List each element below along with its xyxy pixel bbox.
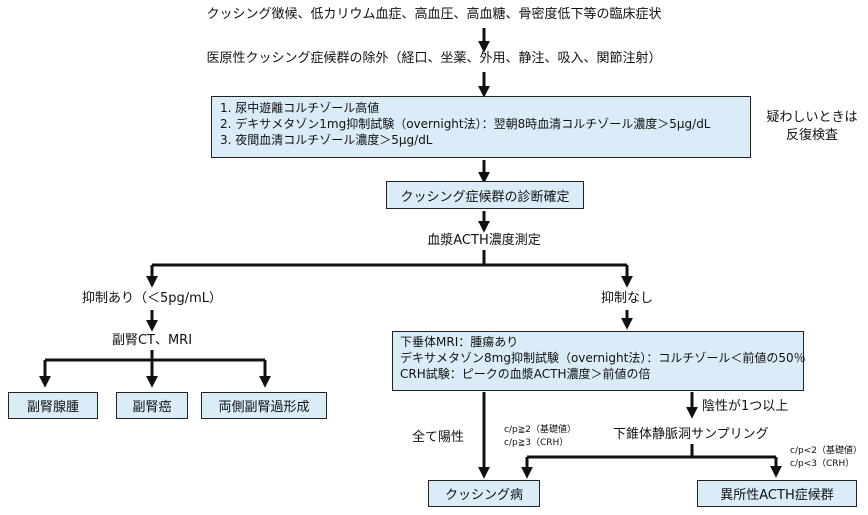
bilateral-hyperplasia-box: 両側副腎過形成	[201, 392, 327, 419]
pituitary-test-3: CRH試験：ピークの血漿ACTH濃度＞前値の倍	[400, 367, 651, 381]
diagnosis-box: クッシング症候群の診断確定	[386, 181, 584, 209]
clinical-symptoms-text: クッシング徴候、低カリウム血症、高血圧、高血糖、骨密度低下等の臨床症状	[206, 7, 662, 22]
cushing-disease-box: クッシング病	[428, 480, 540, 507]
ratio-cushing-basal: c/p≧2（基礎値）	[504, 425, 576, 435]
ipss-label: 下錐体静脈洞サンプリング	[613, 427, 769, 442]
pituitary-test-2: デキサメタゾン8mg抑制試験（overnight法）：コルチゾール＜前値の50％	[400, 351, 806, 365]
adrenal-adenoma-box: 副腎腺腫	[8, 392, 98, 419]
adrenal-carcinoma-box: 副腎癌	[116, 392, 188, 419]
ratio-ectopic-basal: c/p<2（基礎値）	[790, 446, 862, 456]
ratio-cushing-crh: c/p≧3（CRH）	[504, 438, 569, 448]
screening-tests-box: 1. 尿中遊離コルチゾール高値 2. デキサメタゾン1mg抑制試験（overni…	[211, 96, 751, 158]
ectopic-acth-syndrome-box: 異所性ACTH症候群	[697, 480, 857, 507]
acth-measurement-text: 血漿ACTH濃度測定	[427, 233, 541, 248]
screening-test-1: 1. 尿中遊離コルチゾール高値	[220, 101, 380, 115]
retest-note-line-1: 疑わしいときは	[766, 110, 858, 125]
all-positive-label: 全て陽性	[412, 430, 465, 445]
screening-test-3: 3. 夜間血清コルチゾール濃度＞5μg/dL	[220, 133, 433, 147]
screening-test-2: 2. デキサメタゾン1mg抑制試験（overnight法）：翌朝8時血清コルチゾ…	[220, 117, 711, 131]
one-or-more-negative-label: 陰性が1つ以上	[702, 399, 789, 414]
pituitary-test-1: 下垂体MRI：腫瘍あり	[400, 335, 519, 349]
adrenal-imaging-label: 副腎CT、MRI	[111, 333, 193, 348]
ratio-ectopic-crh: c/p<3（CRH）	[790, 459, 855, 469]
not-suppressed-label: 抑制なし	[600, 291, 653, 306]
suppressed-label: 抑制あり（＜5pg/mL）	[81, 291, 223, 306]
exclusion-text: 医原性クッシング症候群の除外（経口、坐薬、外用、静注、吸入、関節注射）	[206, 51, 662, 66]
retest-note-line-2: 反復検査	[785, 128, 838, 143]
pituitary-tests-box: 下垂体MRI：腫瘍あり デキサメタゾン8mg抑制試験（overnight法）：コ…	[392, 331, 806, 391]
